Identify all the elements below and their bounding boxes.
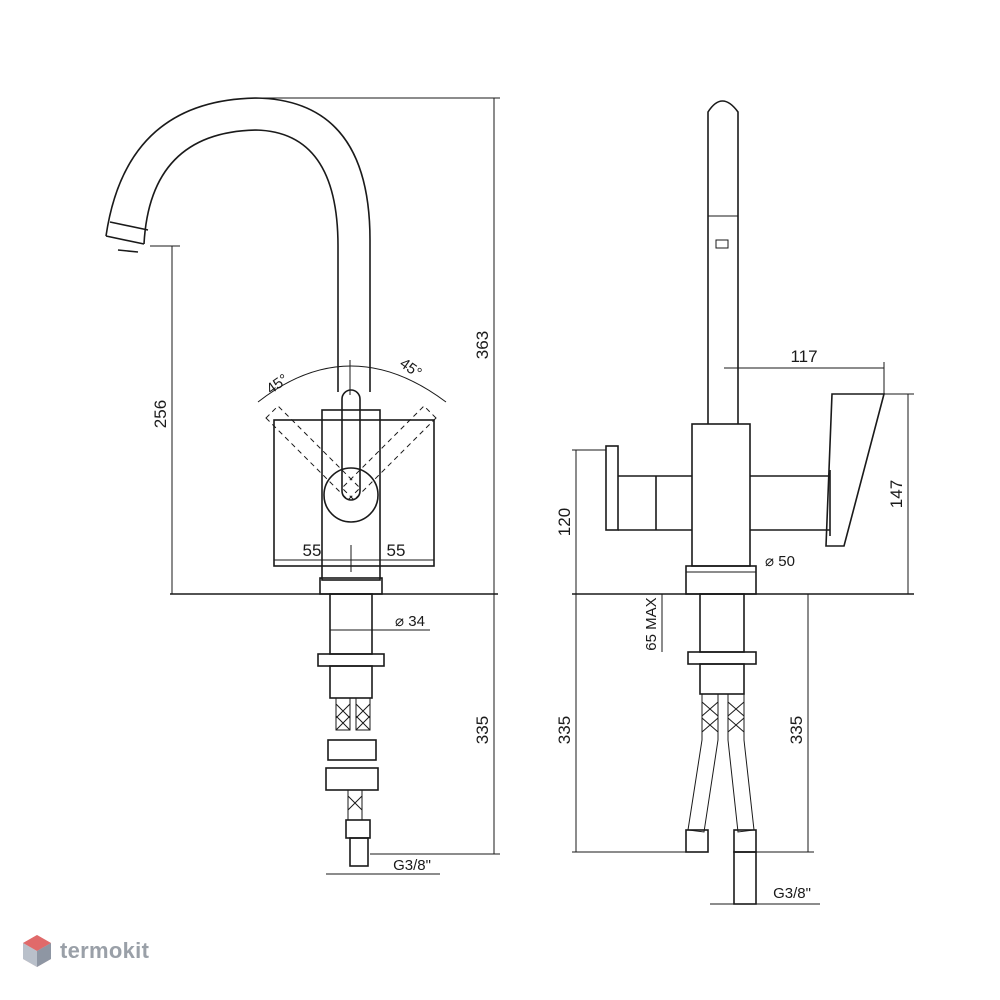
dim-label-256: 256 (151, 400, 170, 428)
brand-logo: termokit (22, 934, 149, 968)
lever-center (341, 389, 361, 501)
mount-nut (317, 653, 385, 667)
logo-text: termokit (60, 938, 150, 963)
dim-label-363: 363 (473, 331, 492, 359)
aerator (105, 221, 149, 253)
hose-braid (335, 703, 371, 811)
lever-left-dashed (265, 405, 361, 501)
dim-label-335-left: 335 (555, 716, 574, 744)
dim-label-117: 117 (790, 347, 817, 366)
dim-label-thread-side: G3/8" (773, 885, 811, 902)
hexagon-cube-icon (23, 935, 51, 967)
front-view: 363 256 45° 45° 55 55 ⌀ 34 335 G3/8" (105, 97, 500, 875)
side-hose-left (687, 694, 719, 833)
shank (329, 593, 373, 655)
right-handle-arm (750, 470, 831, 536)
dim-label-50: ⌀ 50 (765, 553, 795, 570)
hose-fitting (327, 739, 377, 761)
side-hose-braid (701, 701, 745, 733)
cartridge-circle (323, 467, 379, 523)
side-hose-right (727, 694, 755, 833)
spout-vertical (707, 100, 739, 424)
hose-end-nut (345, 819, 371, 839)
left-handle-cap (605, 445, 619, 531)
side-base-ring (685, 565, 757, 595)
shank-lower (329, 665, 373, 699)
spout-outer (105, 97, 371, 392)
mixer-body (273, 419, 435, 567)
side-shank-lower (699, 663, 745, 695)
angle-label-right: 45° (396, 355, 424, 382)
lever-side (825, 393, 886, 547)
side-mount-nut (687, 651, 757, 665)
dim-label-thread: G3/8" (393, 857, 431, 874)
aerator-side (715, 239, 729, 249)
side-body (691, 423, 751, 567)
dim-label-34: ⌀ 34 (395, 613, 425, 630)
angle-arc (257, 365, 447, 403)
side-shank (699, 593, 745, 653)
side-hose-end-right (733, 851, 757, 905)
dim-label-55-left: 55 (303, 541, 322, 560)
angle-label-left: 45° (263, 371, 291, 398)
dim-label-147: 147 (887, 480, 906, 508)
dim-label-55-right: 55 (387, 541, 406, 560)
hose-lower (347, 789, 363, 821)
hose-left-upper (335, 697, 351, 731)
side-hose-nut-right (733, 829, 757, 853)
dim-label-120: 120 (555, 508, 574, 536)
dim-label-335-right: 335 (787, 716, 806, 744)
hose-nut (325, 767, 379, 791)
dim-label-65max: 65 MAX (643, 597, 660, 650)
side-view: 117 147 120 ⌀ 50 65 MAX 335 335 G3/8" (555, 100, 914, 905)
lever-right-dashed (341, 405, 437, 501)
dim-label-335: 335 (473, 716, 492, 744)
hose-end-thread (349, 837, 369, 867)
hose-right-upper (355, 697, 371, 731)
body-core (321, 409, 381, 581)
spout-inner (143, 129, 339, 392)
left-handle-arm (618, 475, 692, 531)
side-hose-nut-left (685, 829, 709, 853)
